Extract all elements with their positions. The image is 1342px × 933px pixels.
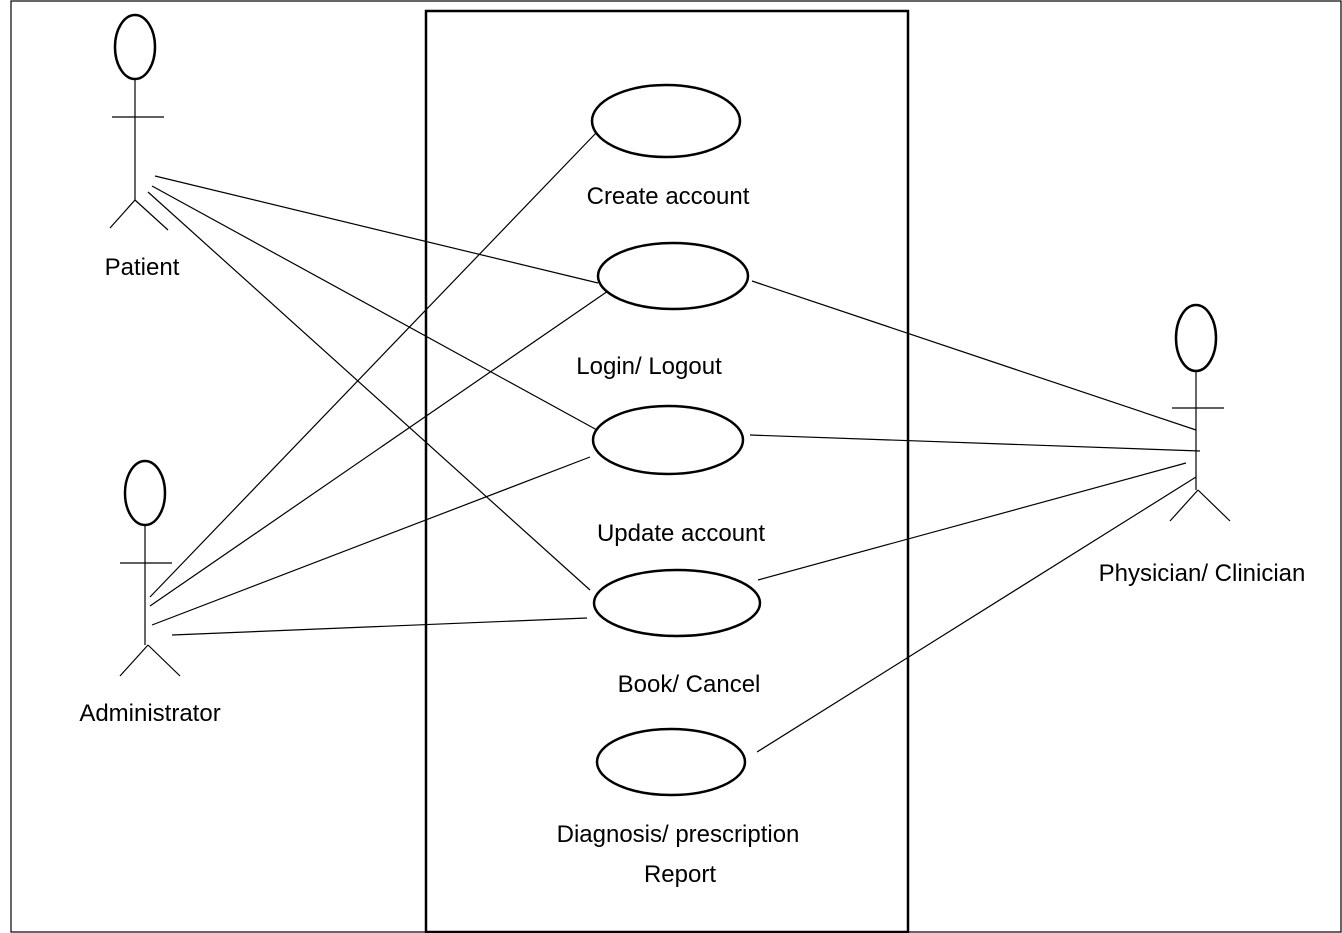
assoc-patient-login	[154, 175, 599, 284]
usecase-login-logout	[596, 241, 750, 311]
associations	[147, 132, 1201, 753]
assoc-physician-login	[751, 280, 1197, 431]
assoc-admin-update	[151, 456, 591, 626]
physician-actor-figure	[1169, 303, 1231, 522]
assoc-admin-create	[149, 132, 597, 598]
usecase-book-cancel	[592, 568, 762, 638]
administrator-label: Administrator	[79, 700, 220, 727]
assoc-patient-book	[147, 191, 591, 591]
diagram-frame	[10, 0, 1342, 933]
login-logout-label: Login/ Logout	[576, 353, 722, 380]
assoc-physician-update	[749, 434, 1201, 452]
usecase-create-account	[590, 83, 742, 159]
assoc-admin-login	[149, 290, 609, 607]
assoc-physician-book	[757, 462, 1187, 581]
create-account-label: Create account	[587, 183, 750, 210]
use-cases	[590, 83, 762, 797]
patient-head	[113, 13, 157, 81]
usecase-update-account	[591, 404, 745, 476]
assoc-admin-book	[171, 617, 588, 636]
usecase-diagnosis	[595, 727, 747, 797]
administrator-head	[123, 459, 167, 527]
system-boundary	[424, 9, 910, 933]
assoc-patient-update	[151, 185, 598, 431]
diagnosis-label-line2: Report	[644, 861, 716, 888]
patient-actor-figure	[109, 13, 169, 231]
assoc-physician-diagnosis	[756, 476, 1197, 753]
update-account-label: Update account	[597, 520, 765, 547]
patient-label: Patient	[105, 254, 180, 281]
physician-label: Physician/ Clinician	[1099, 560, 1306, 587]
diagnosis-label-line1: Diagnosis/ prescription	[557, 821, 800, 848]
administrator-actor-figure	[119, 459, 181, 677]
book-cancel-label: Book/ Cancel	[618, 671, 761, 698]
physician-head	[1174, 303, 1218, 373]
